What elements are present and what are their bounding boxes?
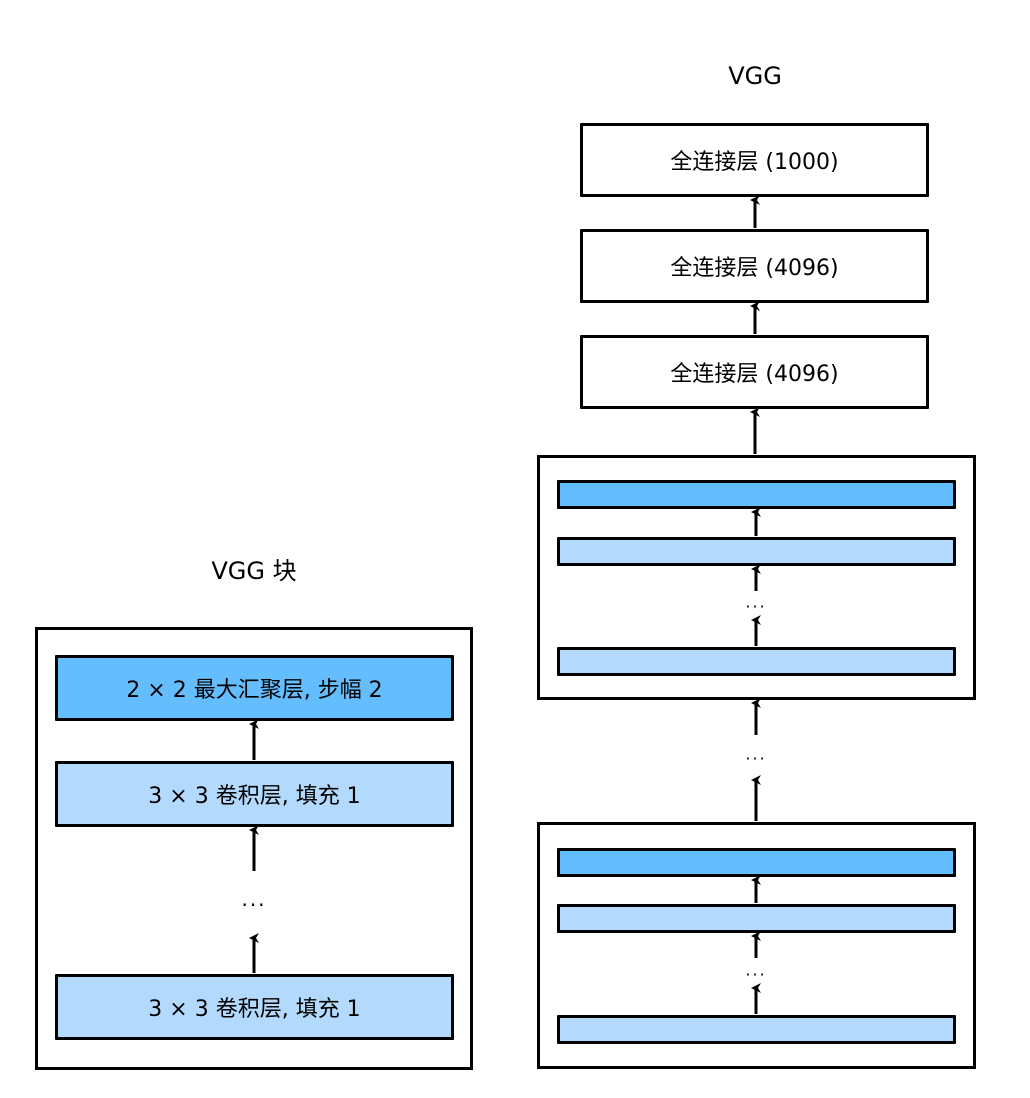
conv-layer-top-label: 3 × 3 卷积层, 填充 1: [148, 784, 361, 809]
vgg-block-title: VGG 块: [211, 557, 297, 585]
fc-layer-4096-b-label: 全连接层 (4096): [670, 362, 839, 387]
vgg-block-lower-conv-bar-top: [557, 904, 956, 933]
vgg-block-lower-ellipsis: ···: [745, 965, 767, 984]
fc-layer-1000-label: 全连接层 (1000): [670, 150, 839, 175]
vgg-block-upper-conv-bar-bottom: [557, 647, 956, 676]
vgg-block-upper-ellipsis: ···: [745, 597, 767, 616]
vgg-block-lower-conv-bar-bottom: [557, 1015, 956, 1044]
conv-layer-bottom: 3 × 3 卷积层, 填充 1: [55, 974, 454, 1040]
maxpool-layer-label: 2 × 2 最大汇聚层, 步幅 2: [126, 678, 383, 703]
fc-layer-4096-b: 全连接层 (4096): [580, 335, 929, 409]
vgg-title: VGG: [728, 62, 782, 90]
conv-layer-top: 3 × 3 卷积层, 填充 1: [55, 761, 454, 827]
vgg-block-upper-conv-bar-top: [557, 537, 956, 566]
vgg-block-upper-pool-bar: [557, 480, 956, 509]
fc-layer-1000: 全连接层 (1000): [580, 123, 929, 197]
conv-layer-bottom-label: 3 × 3 卷积层, 填充 1: [148, 997, 361, 1022]
vgg-block-ellipsis: ···: [241, 893, 267, 917]
vgg-block-lower-pool-bar: [557, 848, 956, 877]
maxpool-layer: 2 × 2 最大汇聚层, 步幅 2: [55, 655, 454, 721]
fc-layer-4096-a: 全连接层 (4096): [580, 229, 929, 303]
fc-layer-4096-a-label: 全连接层 (4096): [670, 256, 839, 281]
between-blocks-ellipsis: ···: [745, 749, 767, 768]
